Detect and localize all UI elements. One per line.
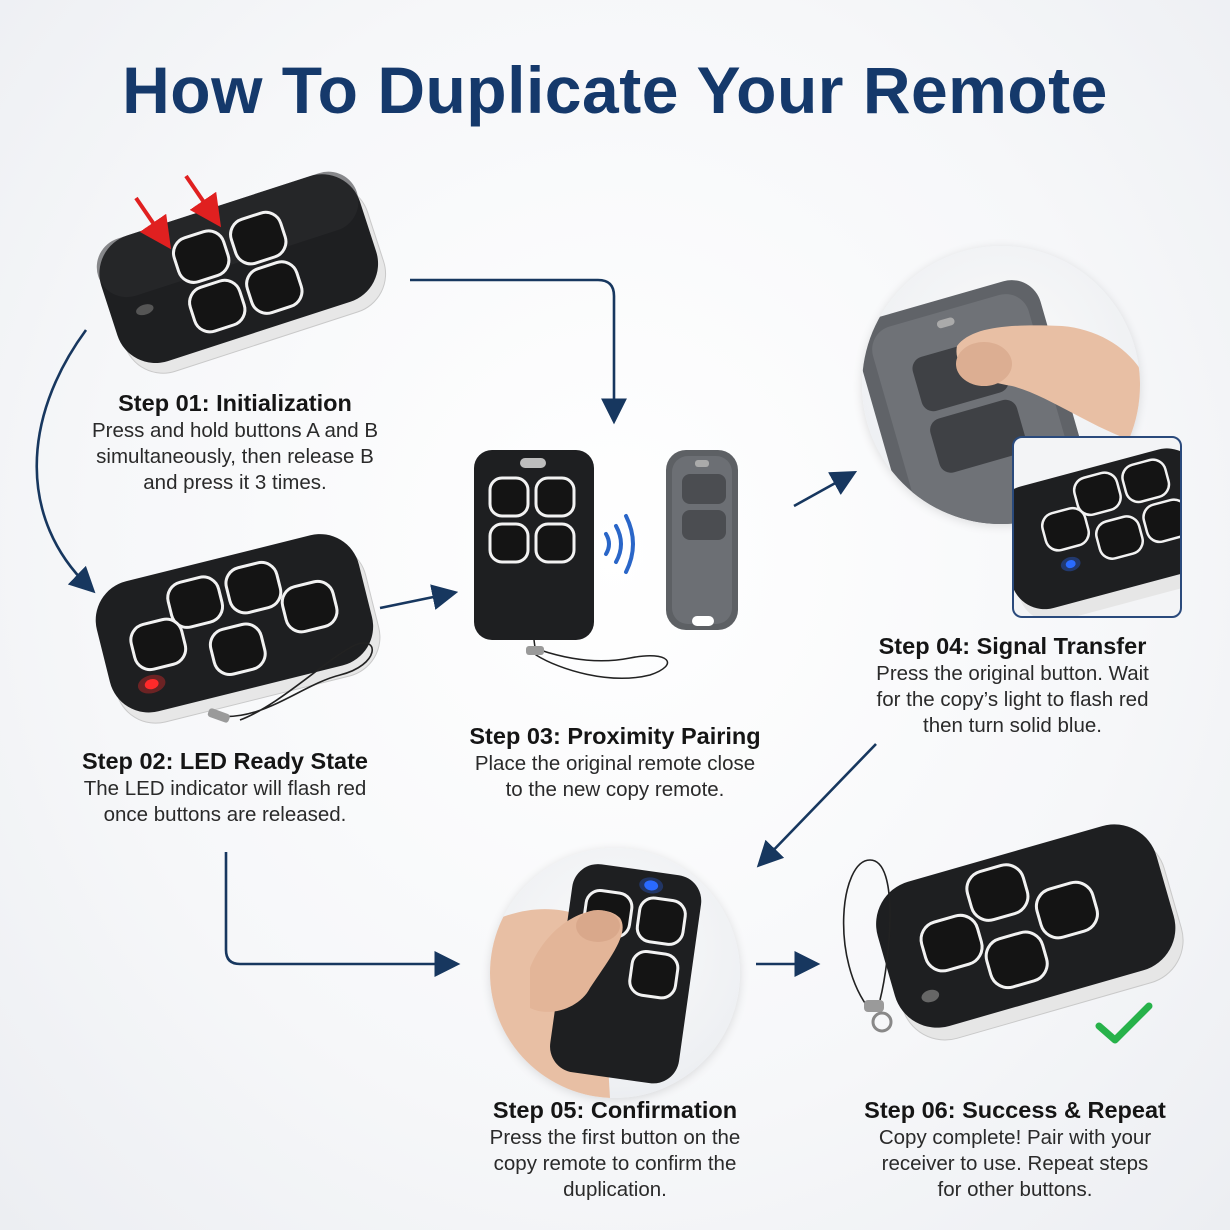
step-heading: Step 04: Signal Transfer: [878, 633, 1147, 659]
step-description: Press the original button. Wait for the …: [876, 662, 1149, 737]
signal-waves-icon: [604, 514, 635, 574]
step-heading: Step 06: Success & Repeat: [864, 1097, 1166, 1123]
step-description: Press the first button on the copy remot…: [489, 1126, 741, 1201]
flow-arrow-icon: [379, 584, 459, 610]
step01-remote-illustration: [96, 171, 387, 374]
step-01: Step 01: Initialization Press and hold b…: [50, 388, 420, 496]
step-06: Step 06: Success & Repeat Copy complete!…: [830, 1095, 1200, 1203]
page-title: How To Duplicate Your Remote: [122, 53, 1108, 127]
step-heading: Step 02: LED Ready State: [81, 748, 368, 774]
step06-remote-illustration: [842, 824, 1184, 1041]
flow-arrow-icon: [793, 470, 858, 508]
step-heading: Step 05: Confirmation: [492, 1097, 738, 1123]
step03-remotes-illustration: [474, 450, 738, 679]
checkmark-icon: [1095, 1002, 1153, 1044]
step-02: Step 02: LED Ready State The LED indicat…: [40, 746, 410, 828]
step04-inset: [1012, 436, 1182, 618]
flow-arrow-icon: [756, 743, 877, 868]
step-description: Place the original remote close to the n…: [474, 752, 756, 801]
step-04: Step 04: Signal Transfer Press the origi…: [830, 631, 1195, 739]
step-description: Press and hold buttons A and B simultane…: [91, 419, 379, 494]
led-blue: [1065, 559, 1076, 569]
step-description: The LED indicator will flash red once bu…: [83, 777, 367, 826]
step02-remote-illustration: [95, 534, 381, 724]
flow-arrow-icon: [410, 278, 627, 425]
red-pointer-arrow-icon: [134, 174, 222, 250]
step-heading: Step 03: Proximity Pairing: [469, 723, 761, 749]
step05-photo-circle: [490, 848, 740, 1098]
step-05: Step 05: Confirmation Press the first bu…: [430, 1095, 800, 1203]
flow-arrow-icon: [35, 329, 96, 594]
flow-arrow-icon: [224, 852, 461, 977]
step-description: Copy complete! Pair with your receiver t…: [878, 1126, 1152, 1201]
led-red: [144, 678, 159, 690]
step-heading: Step 01: Initialization: [118, 390, 352, 416]
step-03: Step 03: Proximity Pairing Place the ori…: [425, 721, 805, 803]
